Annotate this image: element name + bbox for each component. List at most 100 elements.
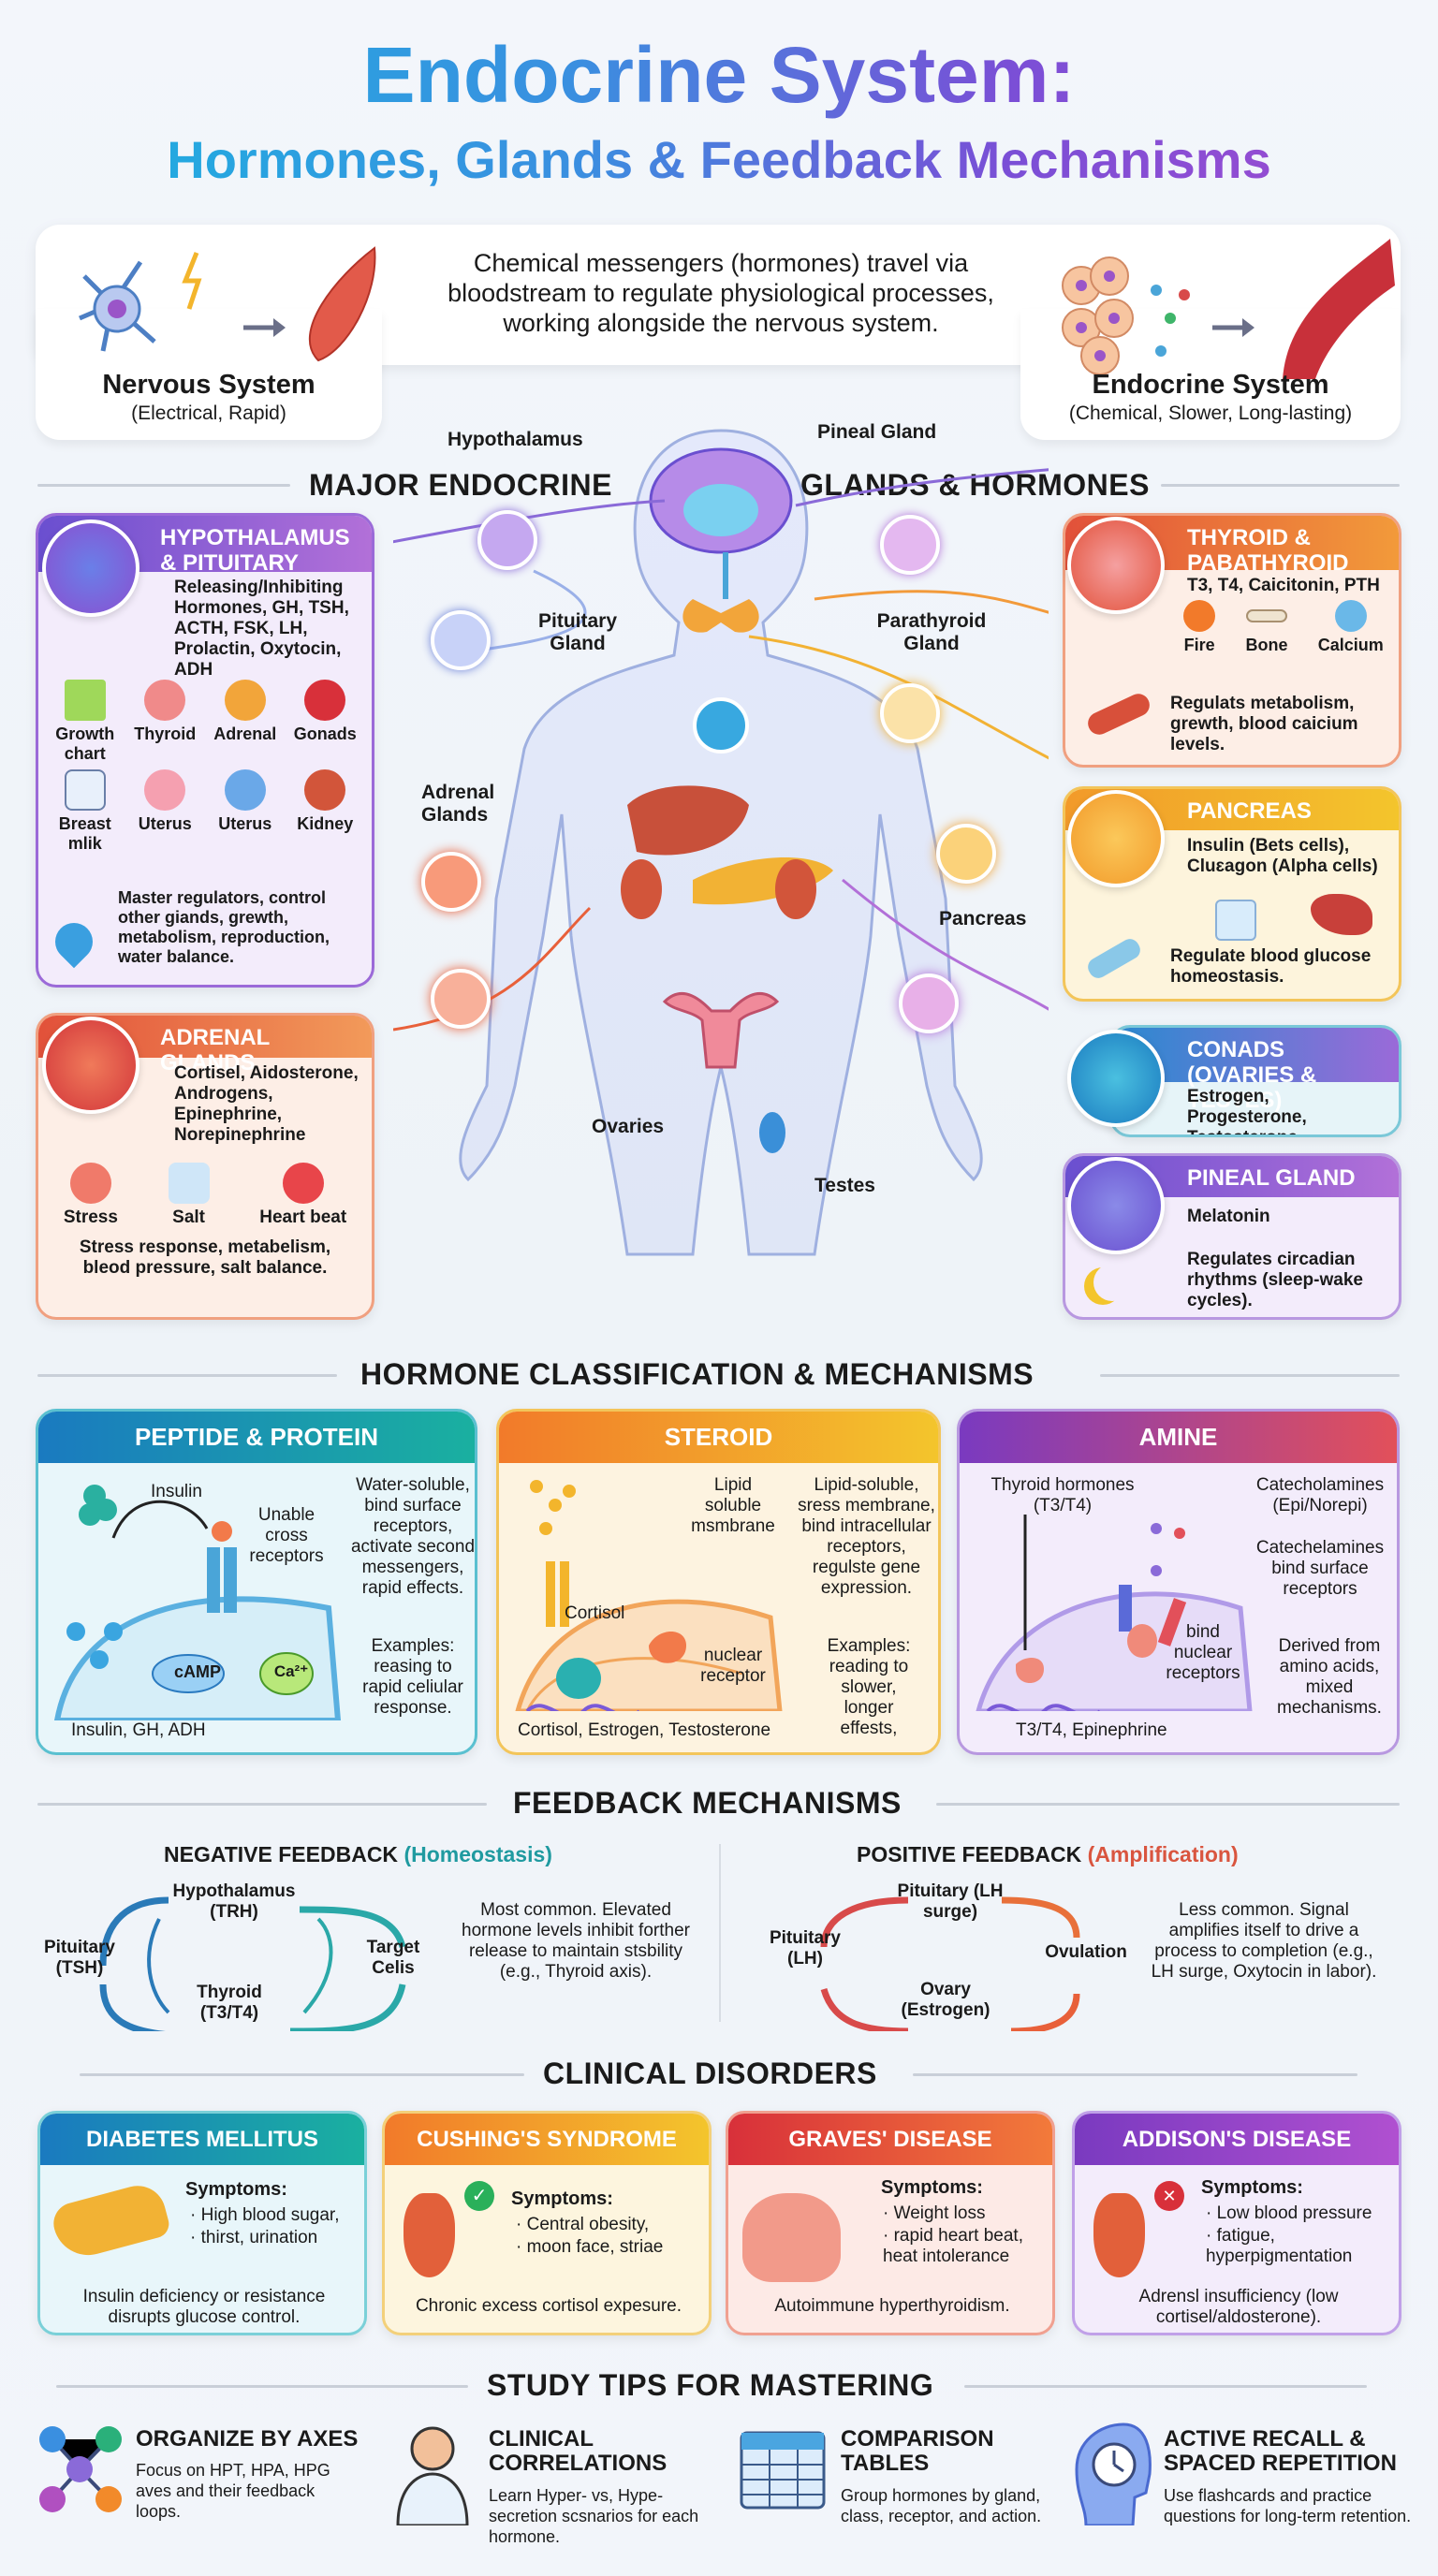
pituitary-bubble-icon xyxy=(431,610,491,670)
node-ovulation: Ovulation xyxy=(1045,1942,1127,1962)
divider xyxy=(80,2073,524,2076)
uterus-icon xyxy=(1067,1030,1165,1127)
icon-label: Fire xyxy=(1183,636,1215,654)
steroid-footer: Cortisol, Estrogen, Testosterone xyxy=(518,1720,771,1740)
camp-node xyxy=(152,1654,225,1693)
divider xyxy=(964,2385,1367,2388)
card-hormones: Releasing/Inhibiting Hormones, GH, TSH, … xyxy=(174,578,349,680)
symptom: · rapid heart beat, heat intolerance xyxy=(883,2226,1023,2266)
label-adrenal: Adrenal Glands xyxy=(421,782,495,826)
card-graves: GRAVES' DISEASE Symptoms: · Weight loss … xyxy=(726,2111,1055,2335)
pineal-bubble-icon xyxy=(880,515,940,575)
disorders-heading: CLINICAL DISORDERS xyxy=(543,2056,877,2090)
insulin-label: Insulin xyxy=(151,1482,202,1501)
label-parathyroid: Parathyroid Gland xyxy=(876,610,987,654)
peptide-diagram xyxy=(53,1485,342,1720)
tip-title: CLINICAL CORRELATIONS xyxy=(489,2426,668,2476)
moon-icon xyxy=(1093,1264,1131,1301)
node-pituitary: Pituitary (TSH) xyxy=(43,1938,116,1978)
pancreas-icon xyxy=(1067,790,1165,887)
unable-label: Unable cross receptors xyxy=(249,1505,324,1566)
card-title: PEPTIDE & PROTEIN xyxy=(38,1412,475,1463)
camp-label: cAMP xyxy=(173,1662,221,1681)
tip-description: Use flashcards and practice questions fo… xyxy=(1164,2486,1412,2525)
icon-label: Calcium xyxy=(1317,636,1384,654)
liver-icon xyxy=(1311,894,1372,935)
icon-label: Breast mlik xyxy=(58,814,111,853)
steroid-diagram xyxy=(515,1480,783,1711)
icon-label: Uterus xyxy=(218,814,272,833)
icon-label: Bone xyxy=(1245,636,1288,654)
card-title: STEROID xyxy=(499,1412,938,1463)
divider xyxy=(56,2385,468,2388)
feedback-heading: FEEDBACK MECHANISMS xyxy=(513,1786,902,1820)
adrenal-item: Adrenal xyxy=(208,680,283,764)
icon-row: Stress Salt Heart beat xyxy=(38,1151,372,1228)
icon-label: Growth chart xyxy=(55,724,115,763)
gland-to-bloodstream-icon xyxy=(1062,239,1395,379)
endocrine-system-sub: (Chemical, Slower, Long-lasting) xyxy=(1068,402,1353,424)
divider xyxy=(37,1803,487,1806)
thyroid-item: Thyroid xyxy=(128,680,203,764)
kidney-icon xyxy=(304,769,346,811)
brain-icon xyxy=(1067,1157,1165,1254)
amine-footer: T3/T4, Epinephrine xyxy=(1016,1720,1167,1740)
symptom: · High blood sugar, xyxy=(190,2205,340,2225)
thyroid-icon xyxy=(1067,517,1165,614)
cause: Chronic excess cortisol expesure. xyxy=(415,2296,682,2316)
bind-nuclear-label: bind nuclear receptors xyxy=(1166,1622,1240,1683)
uterus-item: Uterus xyxy=(208,769,283,854)
muscle-icon xyxy=(1084,690,1153,739)
card-function: Stress response, metabelism, bleod press… xyxy=(79,1237,331,1278)
intro-description: Chemical messengers (hormones) travel vi… xyxy=(448,249,994,337)
body-diagram xyxy=(393,429,1049,1256)
node-hypothalamus: Hypothalamus (TRH) xyxy=(172,1881,296,1922)
uterus-icon xyxy=(144,769,186,811)
cause: Insulin deficiency or resistance disrupt… xyxy=(82,2287,326,2327)
label-ovaries: Ovaries xyxy=(592,1116,665,1137)
label-pituitary: Pituitary Gland xyxy=(537,610,618,654)
card-hormones: T3, T4, Caicitonin, PTH xyxy=(1187,576,1380,595)
icon-row: Fire Bone Calcium xyxy=(1065,596,1399,655)
tip-title: COMPARISON TABLES xyxy=(841,2426,994,2476)
divider xyxy=(936,1803,1400,1806)
page-title: Endocrine System: xyxy=(0,30,1438,121)
icon-label: Heart beat xyxy=(259,1208,347,1227)
card-hormones: Cortisel, Aidosterone, Androgens, Epinep… xyxy=(174,1063,359,1145)
fire-icon xyxy=(1183,600,1216,632)
positive-feedback-loop xyxy=(820,1896,1080,2031)
symptoms-label: Symptoms: xyxy=(881,2177,983,2198)
card-amine: AMINE Thyroid hormones (T3/T4) Catechola… xyxy=(957,1409,1400,1755)
symptom: · moon face, striae xyxy=(516,2237,664,2257)
neuron-to-muscle-icon xyxy=(79,246,376,362)
adrenal-kidney-icon xyxy=(1093,2193,1145,2277)
icon-grid: Growth chart Thyroid Adrenal Gonads Brea… xyxy=(38,670,372,854)
label-pancreas: Pancreas xyxy=(939,908,1027,929)
table-icon xyxy=(740,2431,826,2510)
bottle-icon xyxy=(64,769,106,811)
negative-feedback-title: NEGATIVE FEEDBACK (Homeostasis) xyxy=(164,1842,552,1867)
negative-title-text: NEGATIVE FEEDBACK xyxy=(164,1842,399,1866)
steroid-examples: Examples: reading to slower, longer effe… xyxy=(827,1636,911,1738)
calcium-item: Calcium xyxy=(1318,600,1384,655)
card-function: Regulate blood glucose homeostasis. xyxy=(1170,946,1372,987)
icon-label: Stress xyxy=(63,1208,118,1227)
card-diabetes: DIABETES MELLITUS Symptoms: · High blood… xyxy=(37,2111,367,2335)
page-subtitle: Hormones, Glands & Feedback Mechanisms xyxy=(0,129,1438,190)
fire-item: Fire xyxy=(1183,600,1216,655)
brain-bubble-icon xyxy=(477,510,537,570)
symptoms-label: Symptoms: xyxy=(185,2179,287,2200)
gonads-item: Gonads xyxy=(288,680,363,764)
tip-title: ACTIVE RECALL & SPACED REPETITION xyxy=(1164,2426,1397,2476)
icon-label: Gonads xyxy=(293,724,357,743)
symptom: · Central obesity, xyxy=(516,2215,650,2234)
divider xyxy=(913,2073,1357,2076)
axes-network-icon xyxy=(39,2426,122,2512)
symptoms-label: Symptoms: xyxy=(1201,2177,1303,2198)
candy-icon xyxy=(1084,935,1144,982)
catecholamines-bind-label: Catechelamines bind surface receptors xyxy=(1255,1538,1385,1599)
icon-label: Kidney xyxy=(297,814,354,833)
lipid-label: Lipid soluble msmbrane xyxy=(691,1475,775,1536)
thyroid-icon xyxy=(682,599,759,633)
thyroid-hormones-label: Thyroid hormones (T3/T4) xyxy=(990,1475,1135,1515)
